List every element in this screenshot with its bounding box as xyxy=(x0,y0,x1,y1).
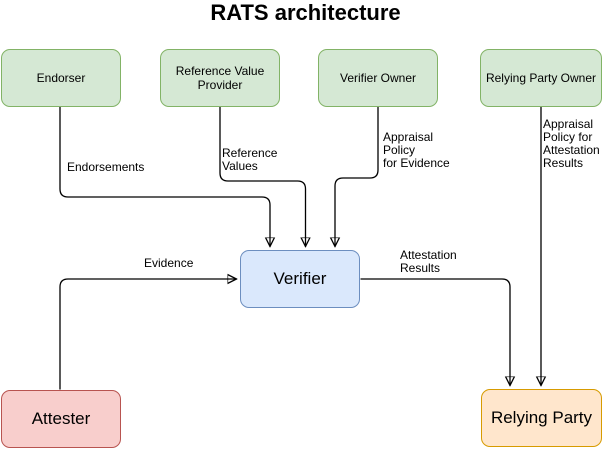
edge-label-attestation-results: Attestation Results xyxy=(400,248,457,275)
edge-label-appraisal-policy-evidence: Appraisal Policy for Evidence xyxy=(383,130,450,170)
node-attester-label: Attester xyxy=(31,409,91,428)
node-reference-value-provider[interactable]: Reference Value Provider xyxy=(160,49,280,107)
edge-endorsements xyxy=(59,106,270,247)
edge-appraisal-policy-evidence xyxy=(335,106,379,247)
edge-label-reference-values: Reference Values xyxy=(222,146,278,173)
node-verifier[interactable]: Verifier xyxy=(240,250,360,308)
node-verifier-owner[interactable]: Verifier Owner xyxy=(318,49,438,107)
node-verifier-owner-label: Verifier Owner xyxy=(339,71,417,85)
node-verifier-label: Verifier xyxy=(273,269,327,288)
diagram-title: RATS architecture xyxy=(210,0,401,25)
node-relying-party-label: Relying Party xyxy=(490,408,593,427)
node-attester[interactable]: Attester xyxy=(1,390,121,448)
node-relying-party-owner-label: Relying Party Owner xyxy=(485,71,597,85)
node-relying-party-owner[interactable]: Relying Party Owner xyxy=(480,49,602,107)
edge-reference-values xyxy=(219,106,306,247)
node-relying-party[interactable]: Relying Party xyxy=(481,389,602,447)
edge-attestation-results xyxy=(360,278,511,386)
edge-label-evidence: Evidence xyxy=(144,256,194,270)
node-reference-value-provider-label: Reference Value Provider xyxy=(175,64,265,92)
edge-label-endorsements: Endorsements xyxy=(67,160,145,174)
edge-label-appraisal-policy-attestation: Appraisal Policy for Attestation Results xyxy=(543,117,600,170)
edge-evidence xyxy=(59,279,237,390)
node-endorser-label: Endorser xyxy=(36,71,86,85)
node-endorser[interactable]: Endorser xyxy=(1,49,121,107)
